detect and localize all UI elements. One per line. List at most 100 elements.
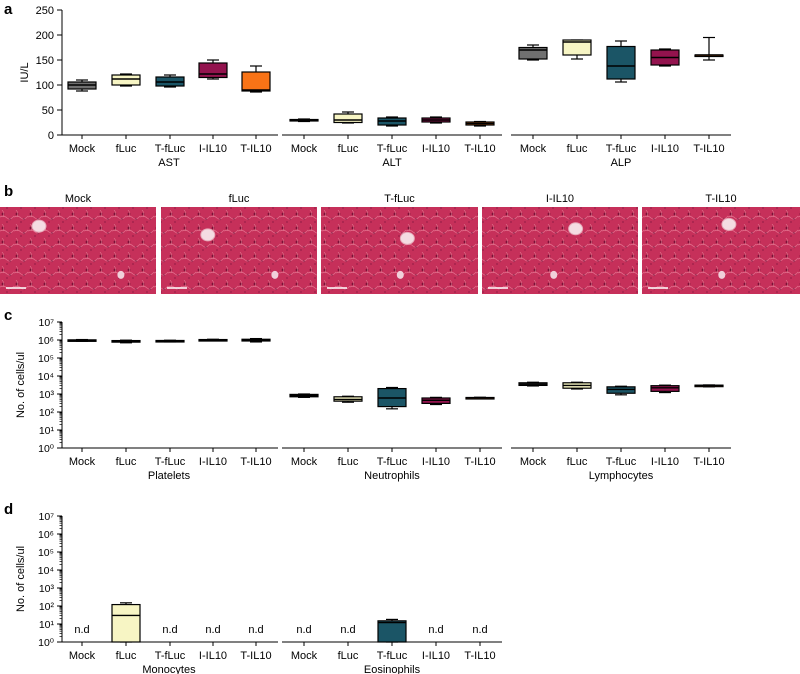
histology-image-i-il10 <box>482 207 638 294</box>
y-axis-label: IU/L <box>19 62 31 82</box>
x-tick-label: T-fLuc <box>377 456 408 468</box>
y-tick-label: 10⁴ <box>38 565 54 577</box>
x-tick-label: T-IL10 <box>240 143 271 155</box>
x-tick-label: I-IL10 <box>422 456 450 468</box>
x-tick-label: Mock <box>291 650 318 662</box>
y-tick-label: 10⁰ <box>38 443 55 455</box>
nd-label: n.d <box>340 624 355 636</box>
nd-label: n.d <box>428 624 443 636</box>
x-tick-label: I-IL10 <box>199 456 227 468</box>
panel-label-b: b <box>4 183 13 200</box>
x-tick-label: Mock <box>520 143 547 155</box>
vessel-shape <box>31 219 47 233</box>
alp-fluc-box <box>562 39 592 56</box>
x-tick-label: T-IL10 <box>240 456 271 468</box>
y-tick-label: 10⁰ <box>38 637 55 649</box>
x-tick-label: Mock <box>291 456 318 468</box>
group-label-platelets: Platelets <box>148 470 191 482</box>
histology-image-mock <box>0 207 156 294</box>
alt-fluc-box <box>333 113 363 124</box>
x-tick-label: Mock <box>291 143 318 155</box>
y-tick-label: 250 <box>36 5 54 17</box>
ast-t-il10-box <box>241 71 271 92</box>
y-tick-label: 10⁷ <box>39 317 55 329</box>
x-tick-label: Mock <box>69 650 96 662</box>
y-tick-label: 10² <box>39 601 55 613</box>
panel-label-d: d <box>4 501 13 518</box>
alp-t-fluc-box <box>606 45 636 80</box>
histology-title-i-il10: I-IL10 <box>546 193 574 205</box>
x-tick-label: I-IL10 <box>422 650 450 662</box>
histology-image-t-fluc <box>321 207 478 294</box>
ast-i-il10-box <box>198 62 228 79</box>
y-tick-label: 10⁷ <box>39 511 55 523</box>
x-tick-label: T-IL10 <box>693 143 724 155</box>
vessel-shape <box>117 270 125 279</box>
group-label-monocytes: Monocytes <box>142 664 196 674</box>
x-tick-label: T-fLuc <box>377 143 408 155</box>
x-tick-label: T-fLuc <box>155 143 186 155</box>
histology-title-fluc: fLuc <box>229 193 250 205</box>
ast-fluc-box <box>111 74 141 86</box>
x-tick-label: T-IL10 <box>464 650 495 662</box>
x-tick-label: T-fLuc <box>377 650 408 662</box>
x-tick-label: fLuc <box>567 456 588 468</box>
y-tick-label: 200 <box>36 30 54 42</box>
x-tick-label: fLuc <box>567 143 588 155</box>
y-axis-label: No. of cells/ul <box>15 352 27 418</box>
x-tick-label: fLuc <box>116 650 137 662</box>
group-label-alt: ALT <box>382 157 402 169</box>
x-tick-label: I-IL10 <box>199 143 227 155</box>
panel-label-c: c <box>4 307 12 324</box>
x-tick-label: I-IL10 <box>199 650 227 662</box>
group-label-ast: AST <box>158 157 180 169</box>
y-tick-label: 10³ <box>39 389 55 401</box>
histology-title-t-il10: T-IL10 <box>705 193 736 205</box>
y-axis-label: No. of cells/ul <box>15 546 27 612</box>
nd-label: n.d <box>472 624 487 636</box>
y-tick-label: 150 <box>36 55 54 67</box>
nd-label: n.d <box>205 624 220 636</box>
vessel-shape <box>396 270 404 279</box>
vessel-shape <box>200 228 216 242</box>
alp-mock-box <box>518 46 548 60</box>
monocytes-fluc-box <box>111 603 141 643</box>
x-tick-label: fLuc <box>116 143 137 155</box>
y-tick-label: 50 <box>42 105 54 117</box>
nd-label: n.d <box>248 624 263 636</box>
y-tick-label: 10¹ <box>39 619 55 631</box>
x-tick-label: T-fLuc <box>606 143 637 155</box>
nd-label: n.d <box>74 624 89 636</box>
vessel-shape <box>271 270 279 279</box>
x-tick-label: T-fLuc <box>155 650 186 662</box>
y-tick-label: 10² <box>39 407 55 419</box>
histology-title-mock: Mock <box>65 193 92 205</box>
x-tick-label: I-IL10 <box>422 143 450 155</box>
x-tick-label: Mock <box>69 143 96 155</box>
vessel-shape <box>568 222 584 236</box>
group-label-alp: ALP <box>611 157 632 169</box>
histology-image-fluc <box>161 207 317 294</box>
histology-image-t-il10 <box>642 207 800 294</box>
nd-label: n.d <box>296 624 311 636</box>
y-tick-label: 10⁶ <box>38 529 54 541</box>
x-tick-label: T-IL10 <box>693 456 724 468</box>
x-tick-label: T-IL10 <box>464 456 495 468</box>
x-tick-label: T-fLuc <box>606 456 637 468</box>
x-tick-label: fLuc <box>116 456 137 468</box>
x-tick-label: fLuc <box>338 650 359 662</box>
x-tick-label: T-IL10 <box>464 143 495 155</box>
vessel-shape <box>718 270 726 279</box>
x-tick-label: Mock <box>69 456 96 468</box>
y-tick-label: 10⁵ <box>38 353 54 365</box>
y-tick-label: 0 <box>48 130 54 142</box>
vessel-shape <box>550 270 558 279</box>
y-tick-label: 10³ <box>39 583 55 595</box>
nd-label: n.d <box>162 624 177 636</box>
y-tick-label: 100 <box>36 80 54 92</box>
